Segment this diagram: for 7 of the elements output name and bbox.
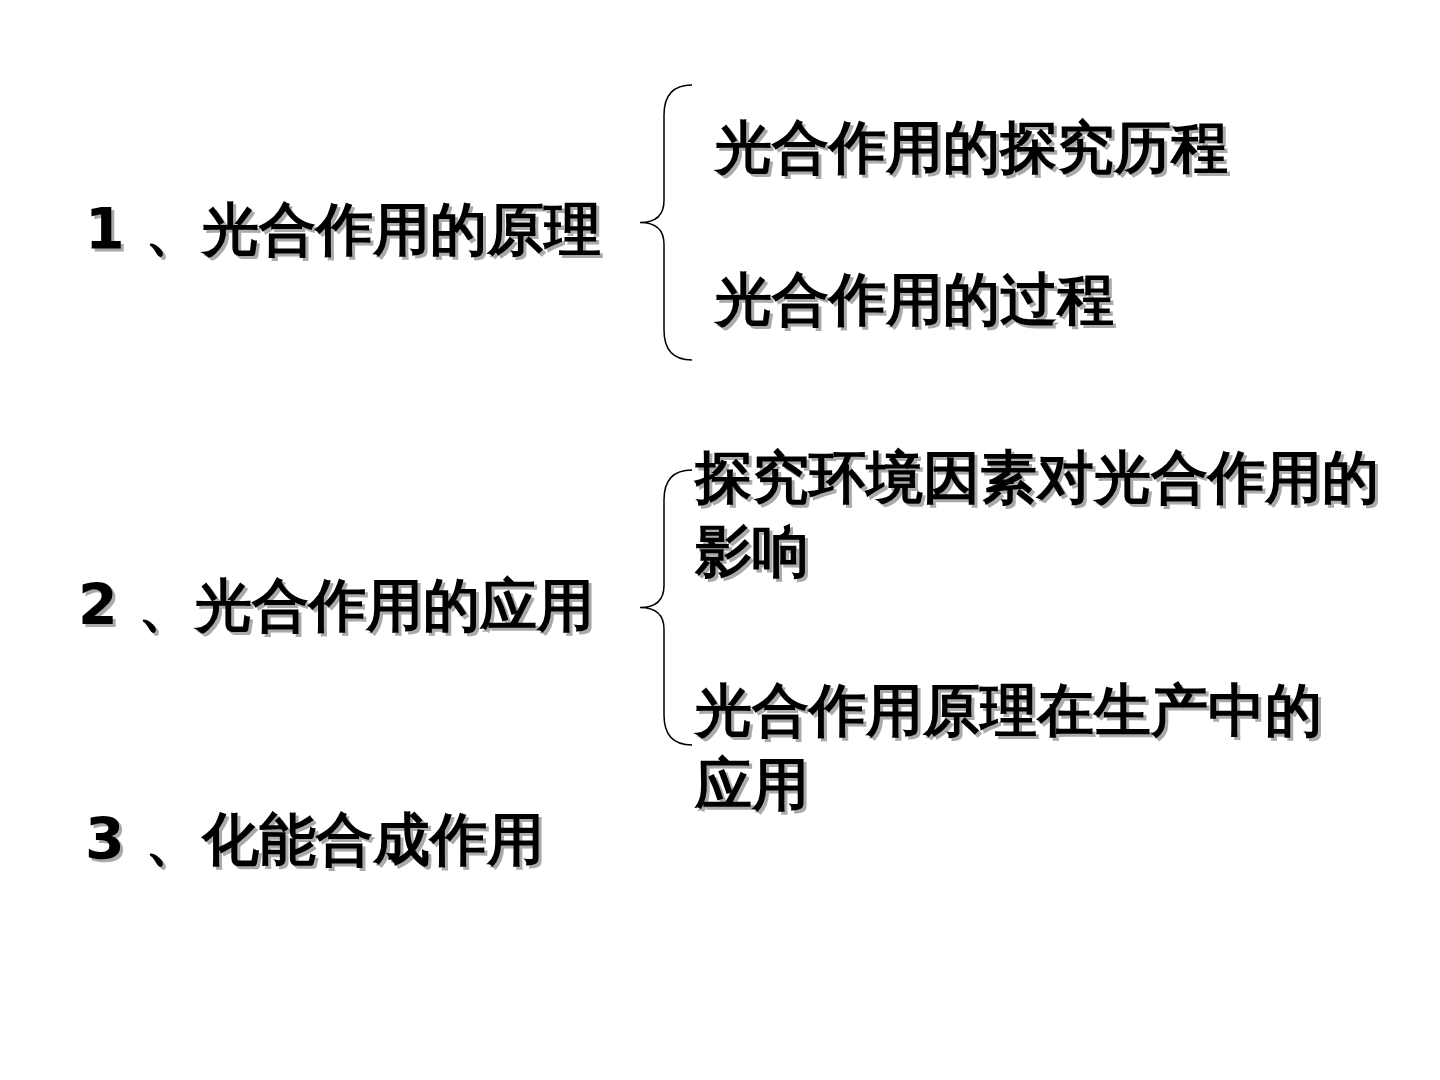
- heading-text: 3 、化能合成作用: [85, 805, 544, 874]
- heading-text: 1 、光合作用的原理: [85, 195, 601, 264]
- subtopic-text: 探究环境因素对光合作用的影响: [695, 443, 1380, 586]
- heading-text: 2 、光合作用的应用: [78, 571, 594, 640]
- subtopic-text: 光合作用的过程: [715, 265, 1114, 334]
- subtopic-text: 光合作用的探究历程: [715, 113, 1228, 182]
- subtopic-text: 光合作用原理在生产中的应用: [695, 676, 1323, 819]
